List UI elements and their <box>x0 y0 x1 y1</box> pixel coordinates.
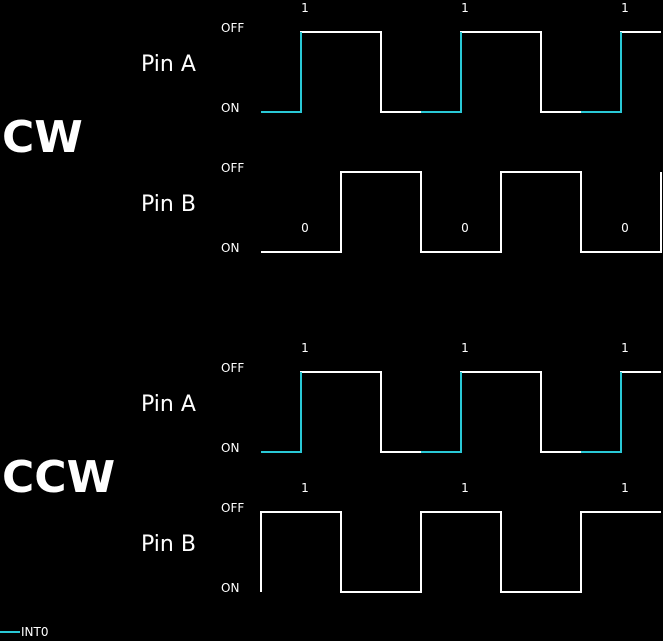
int0-rising-edge-1 <box>261 32 302 113</box>
cw-pin-a-mark-1: 1 <box>301 1 309 15</box>
cw-pin-b-on-label: ON <box>221 241 239 255</box>
int0-rising-edge-2 <box>421 372 462 453</box>
cw-pin-b-off-label: OFF <box>221 161 244 175</box>
ccw-pin-a-label: Pin A <box>141 392 196 417</box>
legend-int0-label: INT0 <box>21 625 48 639</box>
cw-pin-a-label: Pin A <box>141 52 196 77</box>
ccw-pin-b-waveform <box>260 511 661 593</box>
ccw-pin-a-mark-3: 1 <box>621 341 629 355</box>
cw-pin-b-waveform <box>261 171 662 253</box>
cw-pin-b-mark-3: 0 <box>621 221 629 235</box>
ccw-pin-a-int0-highlights <box>261 372 622 453</box>
int0-rising-edge-3 <box>581 32 622 113</box>
int0-rising-edge-3 <box>581 372 622 453</box>
ccw-pin-b-mark-1: 1 <box>301 481 309 495</box>
ccw-pin-a-off-label: OFF <box>221 361 244 375</box>
ccw-pin-a-mark-1: 1 <box>301 341 309 355</box>
ccw-pin-b-label: Pin B <box>141 532 196 557</box>
ccw-pin-a-mark-2: 1 <box>461 341 469 355</box>
ccw-pin-a-on-label: ON <box>221 441 239 455</box>
cw-pin-b-label: Pin B <box>141 192 196 217</box>
ccw-pin-b-off-label: OFF <box>221 501 244 515</box>
cw-panel-label: CW <box>2 112 83 163</box>
int0-rising-edge-1 <box>261 372 302 453</box>
cw-pin-a-int0-highlights <box>261 32 622 113</box>
cw-pin-a-mark-2: 1 <box>461 1 469 15</box>
cw-pin-a-off-label: OFF <box>221 21 244 35</box>
ccw-pin-b-mark-2: 1 <box>461 481 469 495</box>
cw-pin-b-mark-2: 0 <box>461 221 469 235</box>
cw-pin-b-mark-1: 0 <box>301 221 309 235</box>
int0-rising-edge-2 <box>421 32 462 113</box>
ccw-pin-b-on-label: ON <box>221 581 239 595</box>
ccw-panel-label: CCW <box>2 452 115 503</box>
ccw-pin-b-mark-3: 1 <box>621 481 629 495</box>
cw-pin-a-mark-3: 1 <box>621 1 629 15</box>
cw-pin-a-on-label: ON <box>221 101 239 115</box>
